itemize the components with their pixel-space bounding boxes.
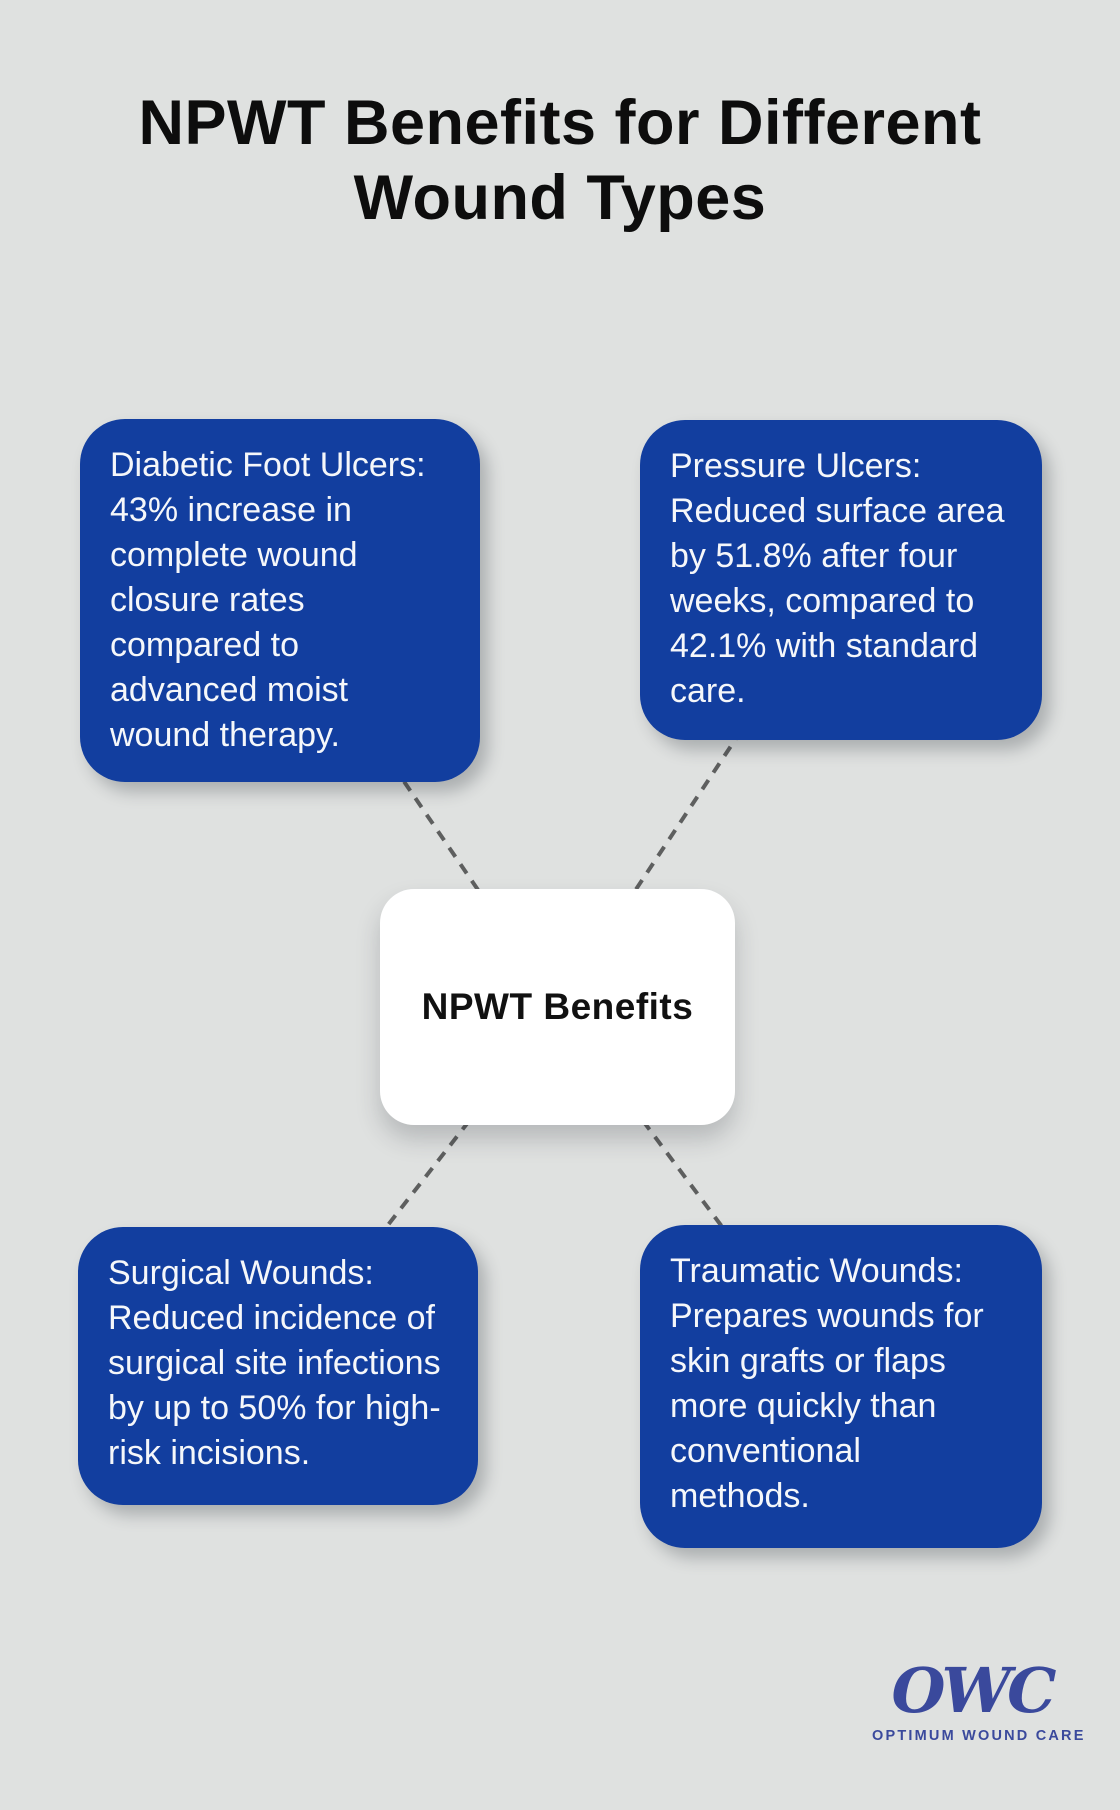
center-node-label: NPWT Benefits — [421, 986, 694, 1027]
node-diabetic-foot-ulcers-text: Diabetic Foot Ulcers: 43% increase in co… — [110, 446, 426, 754]
node-traumatic-wounds-text: Traumatic Wounds: Prepares wounds for sk… — [670, 1252, 984, 1515]
page-title: NPWT Benefits for Different Wound Types — [138, 88, 982, 233]
node-diabetic-foot-ulcers: Diabetic Foot Ulcers: 43% increase in co… — [80, 419, 480, 782]
node-surgical-wounds-text: Surgical Wounds: Reduced incidence of su… — [108, 1254, 441, 1472]
node-surgical-wounds: Surgical Wounds: Reduced incidence of su… — [78, 1227, 478, 1505]
node-pressure-ulcers-text: Pressure Ulcers: Reduced surface area by… — [670, 447, 1005, 710]
center-node-npwt-benefits: NPWT Benefits — [380, 889, 735, 1125]
connector-line-bottom-left — [276, 1005, 560, 1368]
logo-tagline: OPTIMUM WOUND CARE — [872, 1728, 1086, 1744]
logo-owc: OWC OPTIMUM WOUND CARE — [872, 1654, 1086, 1745]
node-pressure-ulcers: Pressure Ulcers: Reduced surface area by… — [640, 420, 1042, 740]
logo-owc-wordmark: OWC — [891, 1654, 1057, 1727]
node-traumatic-wounds: Traumatic Wounds: Prepares wounds for sk… — [640, 1225, 1042, 1548]
